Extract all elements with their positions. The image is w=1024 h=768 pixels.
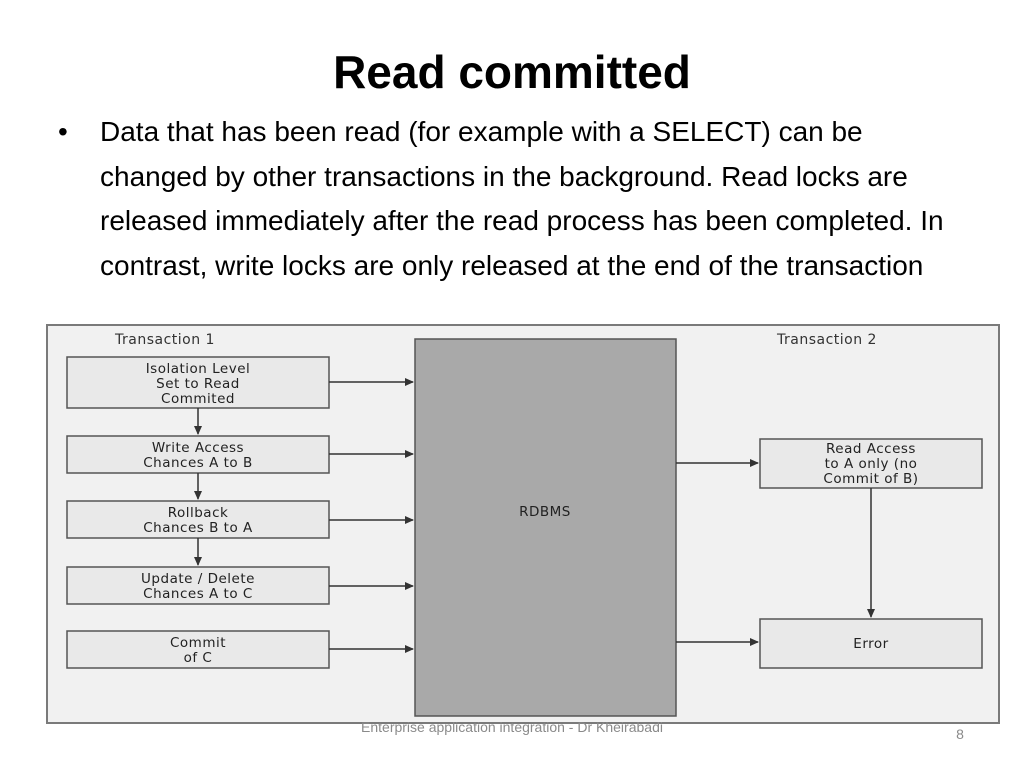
t1-step-commit: Commit of C xyxy=(66,630,330,669)
bullet-text: Data that has been read (for example wit… xyxy=(100,116,944,281)
rdbms-label: RDBMS xyxy=(519,504,571,520)
svg-text:Commited: Commited xyxy=(161,391,235,407)
svg-text:Chances A to C: Chances A to C xyxy=(143,586,253,602)
svg-text:Set to Read: Set to Read xyxy=(156,376,240,392)
svg-text:of C: of C xyxy=(184,650,213,666)
svg-text:Rollback: Rollback xyxy=(168,505,229,521)
transaction-1-label: Transaction 1 xyxy=(114,332,215,348)
svg-text:Chances B to A: Chances B to A xyxy=(143,520,253,536)
slide-title: Read committed xyxy=(333,46,691,98)
svg-text:Commit of B): Commit of B) xyxy=(823,471,918,487)
svg-text:Chances A to B: Chances A to B xyxy=(143,455,253,471)
footer-text: Enterprise application integration - Dr … xyxy=(361,719,663,735)
svg-text:Write Access: Write Access xyxy=(152,440,244,456)
t2-step-read-access: Read Access to A only (no Commit of B) xyxy=(759,438,983,489)
svg-text:Update / Delete: Update / Delete xyxy=(141,571,255,587)
t1-step-update-delete: Update / Delete Chances A to C xyxy=(66,566,330,605)
svg-text:Commit: Commit xyxy=(170,635,226,651)
rdbms-block xyxy=(414,338,677,717)
page-number: 8 xyxy=(956,726,964,742)
svg-text:Error: Error xyxy=(853,636,888,652)
transaction-2-label: Transaction 2 xyxy=(776,332,877,348)
bullet-dot: • xyxy=(58,116,68,147)
read-committed-diagram: Transaction 1 Transaction 2 RDBMS Isolat… xyxy=(46,324,1000,724)
t1-step-write-access: Write Access Chances A to B xyxy=(66,435,330,474)
svg-text:Read Access: Read Access xyxy=(826,441,916,457)
svg-text:to A only (no: to A only (no xyxy=(825,456,918,472)
svg-text:Isolation Level: Isolation Level xyxy=(146,361,251,377)
t1-step-rollback: Rollback Chances B to A xyxy=(66,500,330,539)
t2-step-error: Error xyxy=(759,618,983,669)
t1-step-isolation-level: Isolation Level Set to Read Commited xyxy=(66,356,330,409)
